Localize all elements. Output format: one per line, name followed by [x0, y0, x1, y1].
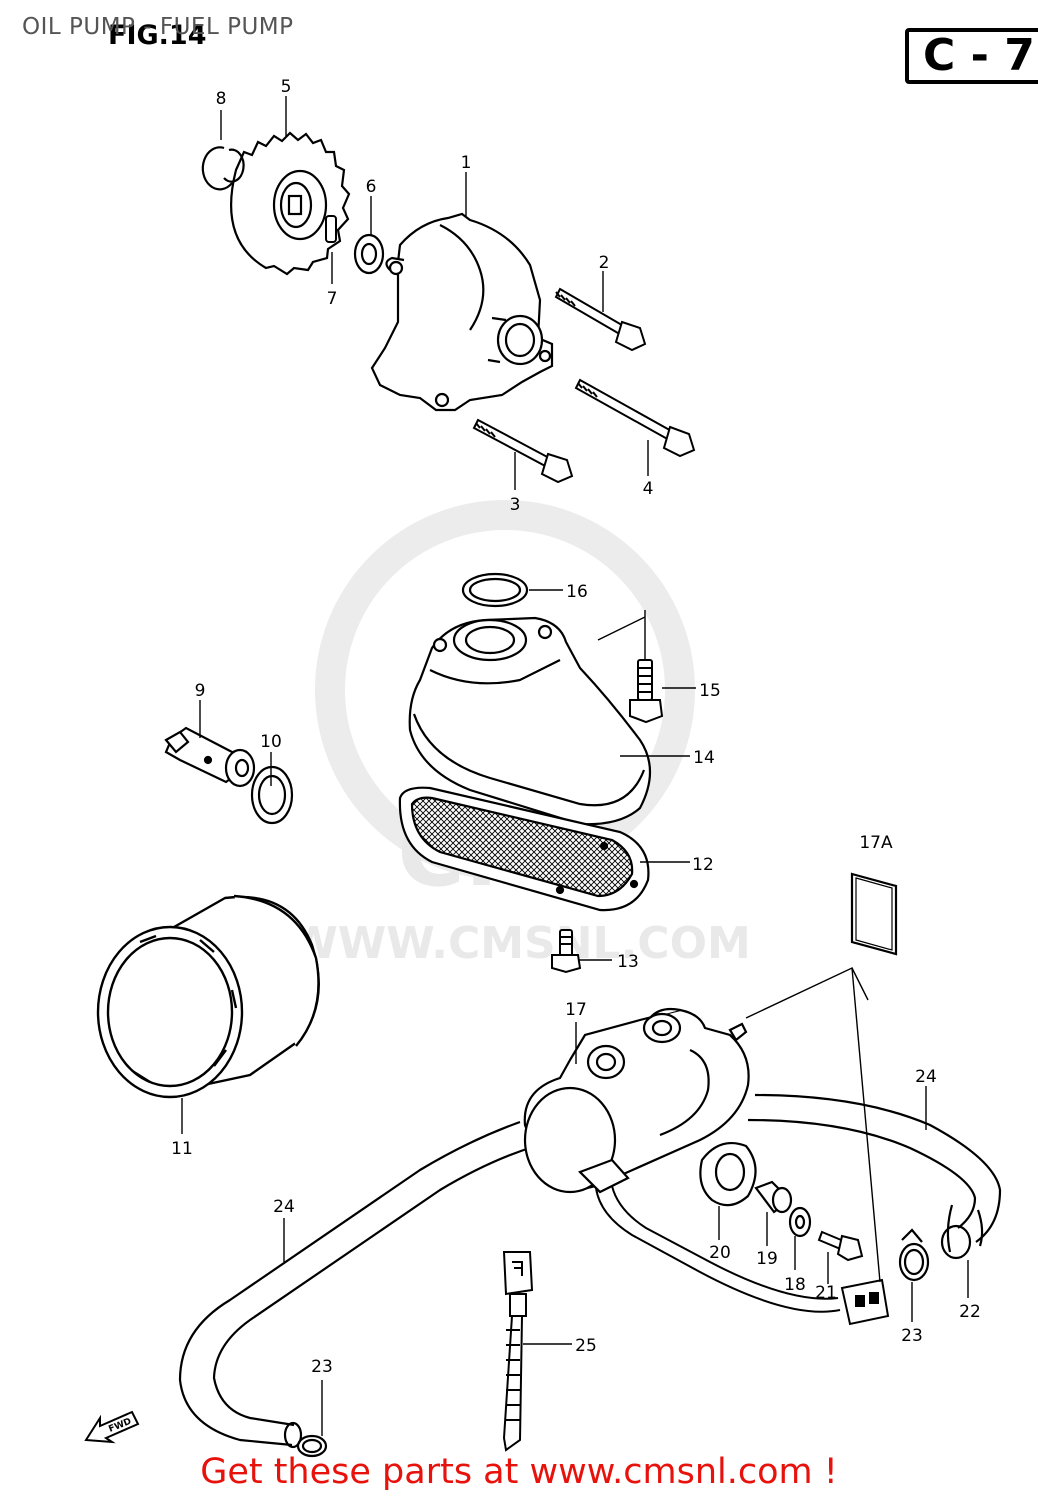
callout-17: 17 — [565, 1000, 587, 1020]
part-rubber-mount — [699, 1142, 757, 1207]
callout-24-left: 24 — [273, 1197, 295, 1217]
part-o-ring — [461, 572, 529, 608]
page-title: OIL PUMP - FUEL PUMP — [22, 14, 294, 40]
callout-18: 18 — [784, 1275, 806, 1295]
part-oil-filter — [96, 894, 320, 1099]
section-code-box: C - 7 — [905, 28, 1038, 84]
callout-22: 22 — [959, 1302, 981, 1322]
callout-2: 2 — [599, 253, 610, 273]
part-oil-pressure-switch — [164, 726, 256, 788]
forward-arrow-icon: FWD — [84, 1410, 140, 1444]
part-fuel-hose-left — [178, 1120, 537, 1449]
callout-17a: 17A — [859, 833, 893, 853]
part-washer — [353, 233, 385, 275]
part-cable-tie — [502, 1251, 534, 1452]
figure-label: FIG.14 — [108, 20, 207, 51]
callout-9: 9 — [195, 681, 206, 701]
callout-21: 21 — [815, 1283, 837, 1303]
part-bolt-13 — [551, 929, 582, 974]
callout-5: 5 — [281, 77, 292, 97]
callout-19: 19 — [756, 1249, 778, 1269]
callout-25: 25 — [575, 1336, 597, 1356]
callout-15: 15 — [699, 681, 721, 701]
part-caution-label — [850, 872, 898, 956]
callout-3: 3 — [510, 495, 521, 515]
part-hose-clamp-right — [898, 1228, 930, 1282]
part-gasket-washer — [250, 765, 294, 825]
part-spacer-collar — [754, 1180, 793, 1214]
callout-1: 1 — [461, 153, 472, 173]
footer-link-banner[interactable]: Get these parts at www.cmsnl.com ! — [200, 1452, 838, 1492]
part-bolt-3 — [472, 418, 574, 484]
part-circlip — [201, 146, 245, 191]
leader-lines — [181, 96, 969, 1436]
callout-23-left: 23 — [311, 1357, 333, 1377]
part-fuel-hose-right — [747, 1093, 1002, 1260]
callout-labels: 1 2 3 4 5 6 7 8 9 10 11 12 13 14 15 16 1… — [171, 77, 981, 1377]
callout-24-right: 24 — [915, 1067, 937, 1087]
callout-7: 7 — [327, 289, 338, 309]
part-mount-washer — [788, 1206, 812, 1238]
part-strainer-cover — [408, 616, 651, 826]
part-bolt-15 — [629, 659, 664, 724]
part-fuel-pump — [523, 1007, 750, 1194]
part-mount-bolt — [817, 1230, 864, 1262]
callout-8: 8 — [216, 89, 227, 109]
part-bolt-2 — [554, 287, 647, 352]
part-bolt-4 — [574, 378, 696, 458]
callout-23-right: 23 — [901, 1326, 923, 1346]
callout-14: 14 — [693, 748, 715, 768]
callout-20: 20 — [709, 1243, 731, 1263]
part-hose-clamp-left — [296, 1434, 328, 1458]
callout-16: 16 — [566, 582, 588, 602]
part-oil-strainer — [398, 786, 650, 912]
part-pin — [325, 215, 337, 243]
callout-12: 12 — [692, 855, 714, 875]
callout-4: 4 — [643, 479, 654, 499]
part-wire-coupler — [840, 1278, 890, 1326]
part-oil-pump-housing — [370, 212, 554, 412]
callout-10: 10 — [260, 732, 282, 752]
callout-11: 11 — [171, 1139, 193, 1159]
part-oil-pump-gear — [229, 131, 351, 276]
callout-13: 13 — [617, 952, 639, 972]
callout-6: 6 — [366, 177, 377, 197]
watermark-url: WWW.CMSNL.COM — [289, 918, 751, 969]
part-pump-wire — [595, 1185, 841, 1313]
